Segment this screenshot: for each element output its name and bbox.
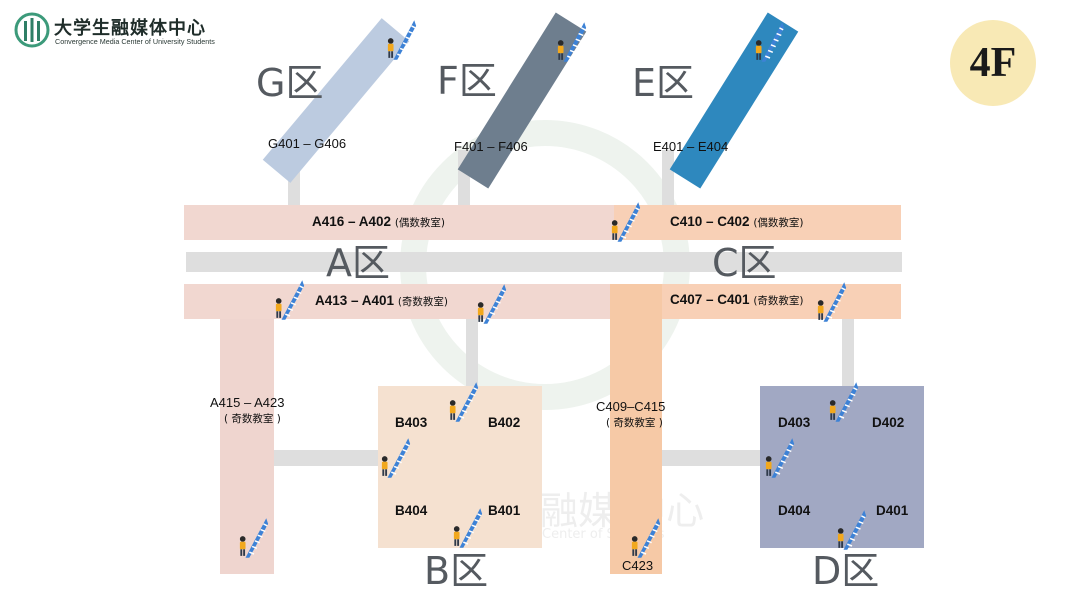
rooms-e-range: E401 – E404: [653, 139, 729, 154]
stairs-icon: [381, 437, 411, 479]
stairs-icon: [453, 507, 483, 549]
stairs-icon: [817, 281, 847, 323]
stairs-icon: [611, 201, 641, 243]
room-b403: B403: [395, 415, 428, 430]
room-c423: C423: [622, 558, 654, 573]
corridor-a-even: [184, 205, 614, 240]
rooms-g-range: G401 – G406: [268, 136, 347, 151]
rooms-a-even-note: (偶数教室): [394, 217, 446, 229]
rooms-a-odd-range: A413 – A401: [315, 293, 395, 308]
room-d403: D403: [778, 415, 811, 430]
room-b402: B402: [488, 415, 521, 430]
rooms-a-wing-note: ( 奇数教室 ): [224, 413, 281, 425]
stairs-icon: [239, 517, 269, 559]
stairs-icon: [449, 381, 479, 423]
rooms-c-odd-note: (奇数教室): [753, 295, 804, 307]
stairs-icon: [765, 437, 795, 479]
corridor-a-odd: [184, 284, 614, 319]
stairs-icon: [829, 381, 859, 423]
rooms-a-even-range: A416 – A402: [312, 214, 392, 229]
wing-c-lower: [610, 284, 662, 574]
stairs-icon: [837, 509, 867, 551]
room-d404: D404: [778, 503, 811, 518]
rooms-c-even: C410 – C402 (偶数教室): [670, 214, 804, 230]
stairs-icon: [387, 19, 417, 61]
zone-e-label: E区: [632, 61, 695, 105]
rooms-f-range: F401 – F406: [454, 139, 528, 154]
stairs-icon: [275, 279, 305, 321]
zone-g-label: G区: [256, 61, 324, 105]
stairs-icon: [631, 517, 661, 559]
floor-label: 4F: [969, 40, 1017, 86]
zone-a-label: A区: [326, 241, 390, 285]
stairs-icon: [557, 21, 587, 63]
rooms-c-wing-note: ( 奇数教室 ): [606, 417, 663, 429]
zone-d-label: D区: [812, 549, 880, 593]
block-b: [378, 386, 542, 548]
connector-c-d: [662, 450, 760, 466]
rooms-c-wing: C409–C415: [596, 399, 666, 414]
room-d401: D401: [876, 503, 909, 518]
logo-title: 大学生融媒体中心: [54, 18, 206, 39]
corridor-c-even: [614, 205, 901, 240]
logo-icon: [14, 12, 50, 48]
rooms-a-odd-note: (奇数教室): [397, 296, 449, 308]
rooms-c-even-note: (偶数教室): [753, 217, 804, 229]
rooms-a-wing: A415 – A423: [210, 395, 285, 410]
rooms-a-even: A416 – A402 (偶数教室): [312, 214, 445, 230]
connector-a-b: [274, 450, 378, 466]
room-d402: D402: [872, 415, 905, 430]
stairs-icon: [755, 21, 785, 63]
connector-d-top: [842, 319, 854, 387]
floor-badge: 4F: [950, 20, 1036, 106]
rooms-c-odd-range: C407 – C401: [670, 292, 750, 307]
zone-f-label: F区: [437, 59, 497, 103]
stairs-icon: [477, 283, 507, 325]
zone-c-label: C区: [712, 241, 777, 285]
room-b401: B401: [488, 503, 521, 518]
zone-b-label: B区: [424, 549, 489, 593]
room-b404: B404: [395, 503, 428, 518]
logo-subtitle: Convergence Media Center of University S…: [55, 37, 215, 46]
connector-e: [662, 150, 674, 206]
rooms-c-odd: C407 – C401 (奇数教室): [670, 292, 804, 308]
corridor-middle: [186, 252, 902, 272]
rooms-c-even-range: C410 – C402: [670, 214, 750, 229]
rooms-a-odd: A413 – A401 (奇数教室): [315, 293, 448, 309]
connector-b-top: [466, 319, 478, 387]
